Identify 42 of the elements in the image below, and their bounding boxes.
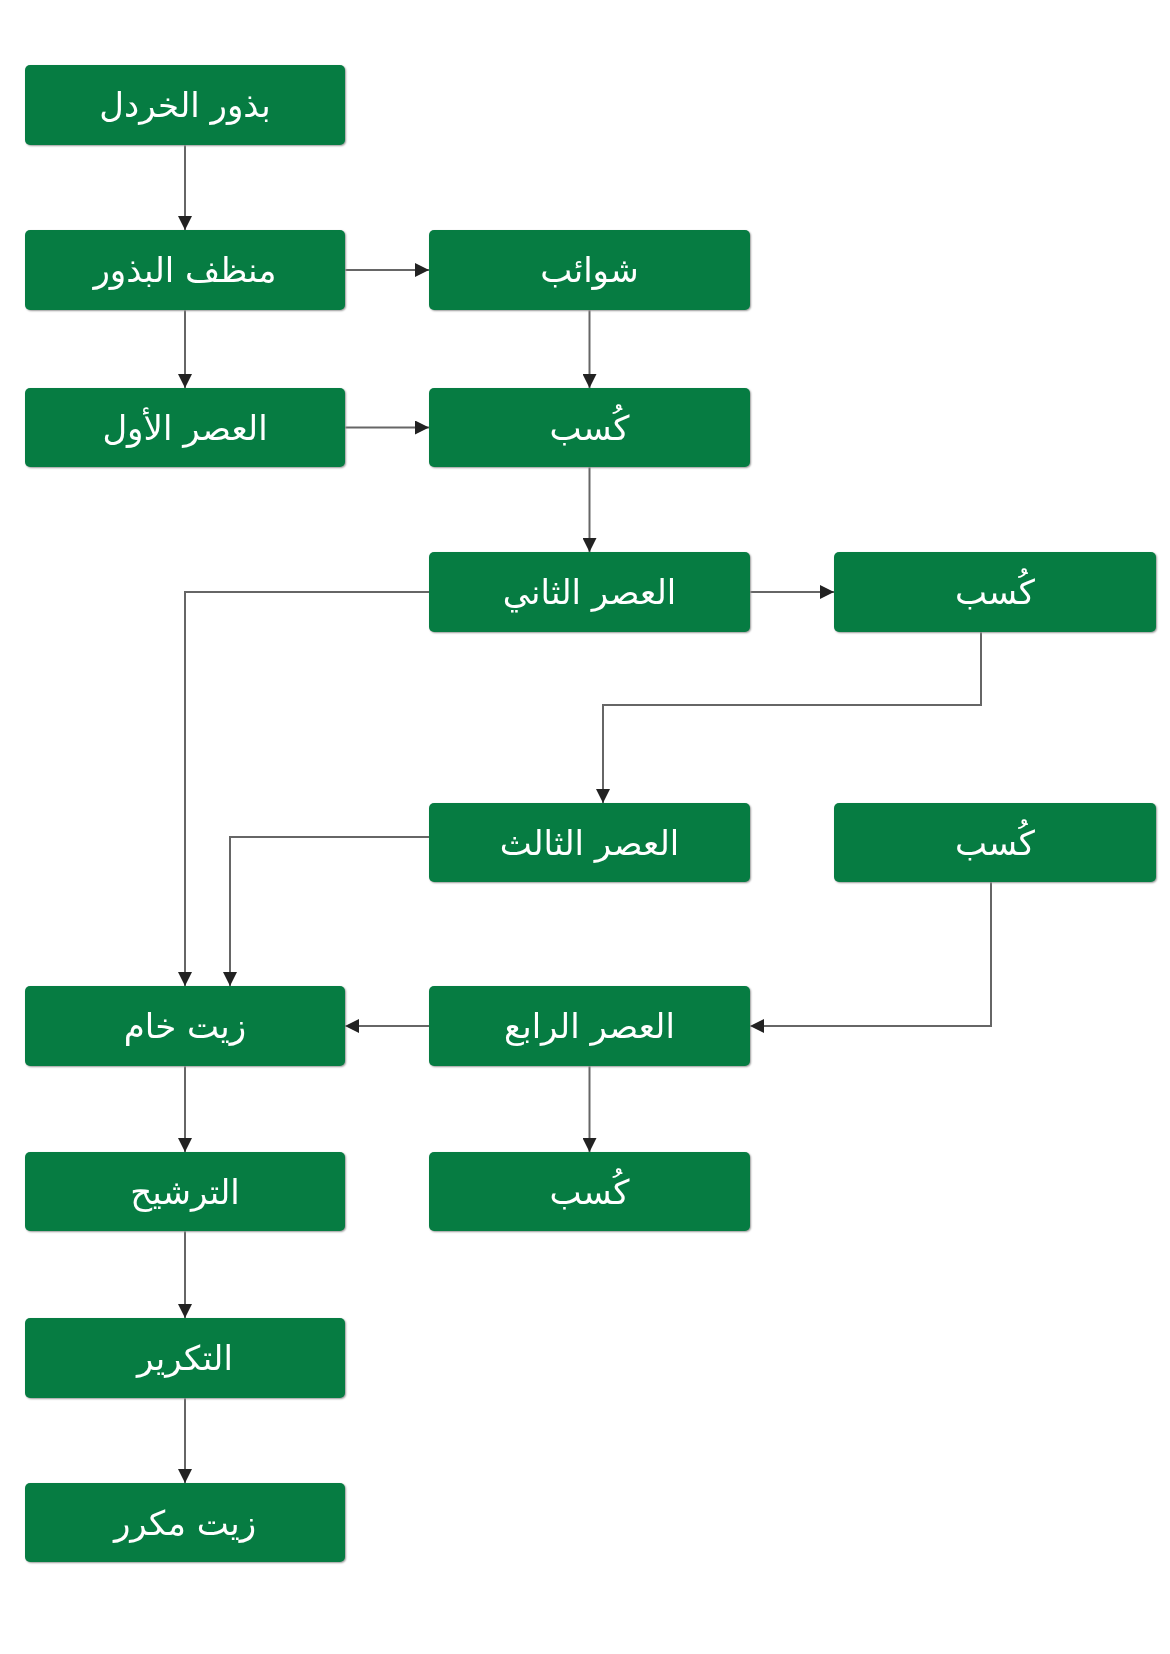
process-box xyxy=(25,1152,345,1231)
arrow xyxy=(344,263,430,277)
step-label: شوائب xyxy=(540,250,639,290)
arrow xyxy=(178,309,192,389)
arrow xyxy=(749,585,835,599)
process-box xyxy=(25,230,345,310)
arrow xyxy=(178,1230,192,1319)
step-label: العصر الثالث xyxy=(499,822,680,863)
step-label: العصر الثاني xyxy=(502,572,677,612)
process-box xyxy=(429,1152,750,1231)
arrow xyxy=(178,144,192,231)
process-box xyxy=(429,986,750,1066)
process-box xyxy=(429,552,750,632)
process-box xyxy=(429,388,750,467)
arrow xyxy=(582,309,597,389)
process-box xyxy=(25,388,345,467)
step-label: بذور الخردل xyxy=(99,85,271,125)
arrow xyxy=(344,1019,430,1033)
process-box xyxy=(25,986,345,1066)
process-box xyxy=(429,230,750,310)
arrow xyxy=(223,836,430,987)
step-label: زيت مكرر xyxy=(113,1502,257,1543)
step-label: العصر الرابع xyxy=(504,1006,675,1046)
step-label: زيت خام xyxy=(123,1006,247,1046)
arrow xyxy=(749,881,992,1033)
process-box xyxy=(834,803,1156,882)
arrow xyxy=(596,631,982,804)
step-label: الترشيح xyxy=(130,1171,240,1212)
arrow xyxy=(178,1397,192,1484)
process-box xyxy=(834,552,1156,632)
process-box xyxy=(25,1318,345,1398)
step-label: التكرير xyxy=(137,1338,233,1378)
process-box xyxy=(429,803,750,882)
arrow xyxy=(582,466,597,553)
arrow xyxy=(178,1065,192,1153)
step-label: العصر الأول xyxy=(102,407,268,448)
process-box xyxy=(25,1483,345,1562)
step-label: منظف البذور xyxy=(93,250,277,290)
arrow xyxy=(344,420,430,435)
arrow xyxy=(178,591,430,987)
process-box xyxy=(25,65,345,145)
arrow xyxy=(582,1065,597,1153)
